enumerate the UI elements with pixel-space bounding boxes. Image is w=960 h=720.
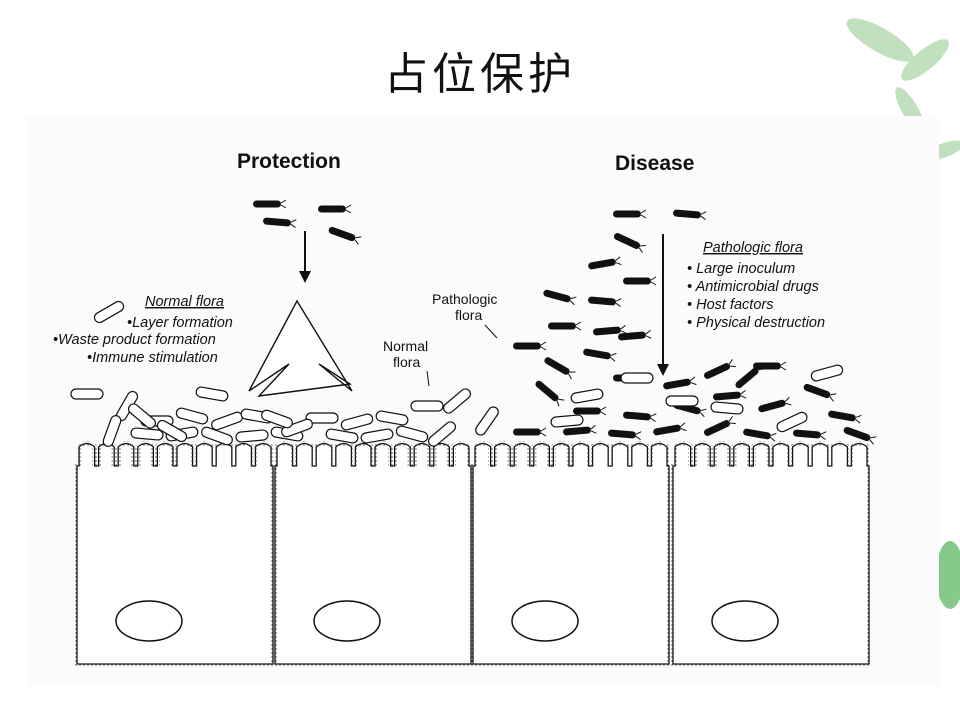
cell-nucleus <box>115 600 183 642</box>
pathologic-bacterium <box>622 276 657 286</box>
pathologic-bacterium <box>587 295 622 308</box>
cell-nucleus <box>313 600 381 642</box>
normal-bacterium <box>774 410 810 434</box>
normal-bacterium <box>710 401 744 415</box>
pathologic-bacterium <box>652 422 687 437</box>
pathologic-bacterium <box>612 230 647 254</box>
pathologic-bacterium <box>607 428 642 441</box>
pathologic-flora-label: Pathologic <box>432 291 497 307</box>
pathologic-bacterium <box>712 389 747 402</box>
normal-flora-item: •Immune stimulation <box>87 350 218 366</box>
cell-nucleus <box>511 600 579 642</box>
pathologic-flora-item: • Physical destruction <box>687 315 825 331</box>
pathologic-bacterium <box>612 209 647 219</box>
normal-bacterium <box>70 388 104 400</box>
normal-flora-label: flora <box>393 354 420 370</box>
epithelial-cell <box>74 441 276 667</box>
epithelial-cell <box>470 441 672 667</box>
normal-bacterium <box>550 414 584 428</box>
pathologic-flora-item: • Antimicrobial drugs <box>687 279 819 295</box>
flora-diagram: Protection Normal flora •Layer formation… <box>27 116 939 686</box>
cell-nucleus <box>711 600 779 642</box>
pathologic-bacterium <box>702 358 737 382</box>
normal-bacterium <box>665 395 699 407</box>
normal-bacterium <box>235 429 269 443</box>
normal-bacterium <box>359 427 395 445</box>
pathologic-bacterium <box>541 288 577 306</box>
pathologic-bacterium <box>827 409 862 424</box>
normal-flora-rod <box>92 299 126 325</box>
pathologic-bacterium <box>512 427 547 437</box>
normal-bacterium <box>473 404 501 438</box>
normal-flora-title: Normal flora <box>145 294 224 310</box>
pathologic-bacterium <box>542 355 576 380</box>
pathologic-bacterium <box>792 428 827 441</box>
pathologic-bacterium <box>547 321 582 331</box>
pathologic-bacterium <box>801 381 837 402</box>
slide-title: 占位保护 <box>384 49 576 100</box>
pathologic-bacterium <box>562 424 597 437</box>
normal-bacterium <box>440 386 474 416</box>
pathologic-bacterium <box>587 256 622 271</box>
incoming-rods-left <box>252 199 362 245</box>
normal-flora-item: •Layer formation <box>127 315 233 331</box>
pathologic-bacterium <box>702 415 737 439</box>
normal-bacterium <box>620 372 654 384</box>
pathologic-bacterium <box>672 208 707 221</box>
pathologic-flora-item: • Large inoculum <box>687 261 795 277</box>
normal-bacterium <box>259 408 295 430</box>
pathologic-flora-label: flora <box>455 307 482 323</box>
normal-bacterium <box>339 412 375 432</box>
epithelial-cell <box>670 441 872 667</box>
normal-bacterium <box>410 400 444 412</box>
pathologic-bacterium <box>572 406 607 416</box>
epithelial-cell <box>272 441 474 667</box>
pathologic-flora-item: • Host factors <box>687 297 773 313</box>
pathologic-bacterium <box>742 427 777 442</box>
normal-bacterium <box>374 409 410 427</box>
normal-bacterium <box>101 413 123 449</box>
normal-bacterium <box>130 427 164 441</box>
normal-flora-item: •Waste product formation <box>53 332 216 348</box>
normal-bacterium <box>394 424 430 444</box>
pathologic-bacterium <box>582 347 617 362</box>
normal-bacterium <box>569 387 605 405</box>
normal-bacterium <box>324 427 360 445</box>
pathologic-bacterium <box>756 396 792 414</box>
epithelial-cells <box>74 441 872 667</box>
blocking-chevron <box>248 299 353 397</box>
pathologic-bacterium <box>533 378 565 407</box>
protection-heading: Protection <box>237 150 341 173</box>
leaf-decoration <box>846 18 960 609</box>
pathologic-bacterium <box>512 341 547 351</box>
pathologic-bacterium <box>622 410 657 423</box>
normal-flora-label: Normal <box>383 338 428 354</box>
pathologic-bacterium <box>662 376 697 391</box>
disease-heading: Disease <box>615 152 694 175</box>
pathologic-flora-title: Pathologic flora <box>703 240 803 256</box>
normal-bacterium <box>194 385 230 403</box>
normal-bacterium <box>209 410 245 432</box>
normal-bacterium <box>174 406 210 426</box>
normal-bacterium <box>809 363 845 383</box>
